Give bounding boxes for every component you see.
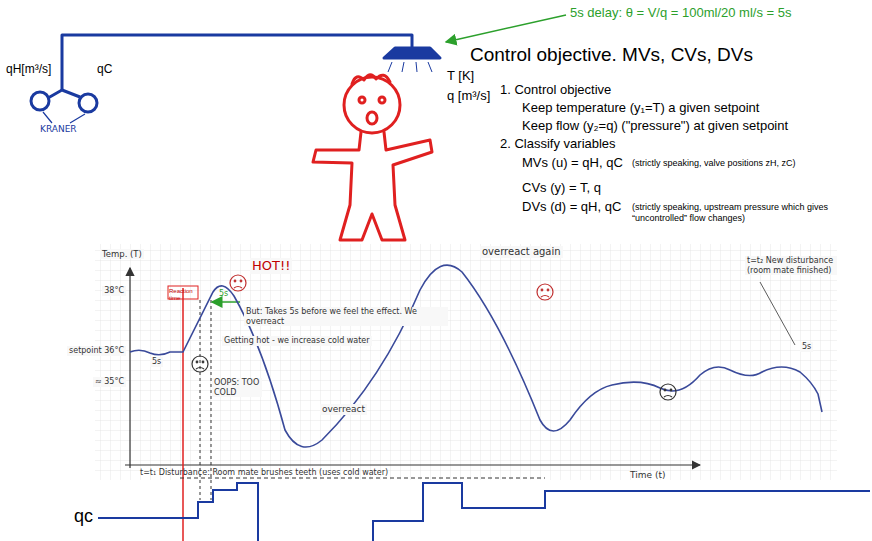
- annotation: 5s: [219, 289, 228, 299]
- annotation: Reaction time: [169, 288, 197, 302]
- list-item: 2. Classify variables: [500, 136, 616, 152]
- person-figure: [313, 75, 432, 240]
- list-item: MVs (u) = qH, qC: [522, 155, 623, 171]
- temperature-curve: [130, 265, 822, 447]
- annotation: overreact: [320, 404, 367, 415]
- annotation: Getting hot - we increase cold water: [222, 336, 372, 346]
- cold-flow-steps: [98, 483, 870, 541]
- annotation: t=t₂ New disturbance (room mate finished…: [745, 256, 837, 275]
- annotation: HOT!!: [250, 258, 292, 274]
- annotation: 5s: [800, 342, 813, 352]
- flow-label: qH[m³/s]: [6, 62, 51, 76]
- graph-paper: [95, 244, 837, 480]
- annotation: OOPS: TOO COLD: [212, 378, 262, 397]
- valve-pointer: [43, 112, 85, 123]
- list-note: (strictly speaking, valve positions zH, …: [632, 158, 796, 169]
- list-item: Keep temperature (y₁=T) a given setpoint: [522, 100, 759, 116]
- axis-label: Time (t): [630, 470, 665, 481]
- delay-arrow: [446, 15, 566, 42]
- annotation: overreact again: [480, 246, 563, 258]
- axis-value: setpoint 36°C: [67, 346, 126, 356]
- list-item: DVs (d) = qH, qC: [522, 199, 621, 215]
- valve-label: KRANER: [40, 124, 77, 135]
- annotation: But: Takes 5s before we feel the effect.…: [244, 307, 448, 326]
- delay-note: 5s delay: θ = V/q = 100ml/20 ml/s = 5s: [570, 5, 791, 21]
- face-icon: [192, 275, 676, 400]
- axis-label: Temp. (T): [100, 249, 144, 259]
- reaction-line: [182, 288, 184, 541]
- list-item: CVs (y) = T, q: [522, 180, 601, 196]
- reference-line: [180, 478, 545, 479]
- water-spray: [388, 62, 432, 72]
- signal-label: T [K]: [447, 68, 474, 84]
- axis-value: ≈ 35°C: [93, 377, 126, 387]
- annotation: t=t₁ Disturbance: Room mate brushes teet…: [140, 468, 388, 478]
- list-note: (strictly speaking, upstream pressure wh…: [632, 202, 864, 224]
- list-item: Keep flow (y₂=q) ("pressure") at given s…: [522, 118, 788, 134]
- signal-label: q [m³/s]: [447, 88, 490, 104]
- list-item: 1. Control objective: [500, 82, 611, 98]
- signal-label: qc: [74, 506, 93, 528]
- annotation: 5s: [150, 357, 163, 367]
- axis-value: 38°C: [102, 286, 126, 296]
- flow-label: qC: [97, 62, 112, 76]
- shower-pipe: [31, 35, 440, 112]
- leader-line: [760, 282, 795, 345]
- slide-title: Control objective. MVs, CVs, DVs: [470, 44, 753, 67]
- delay-arrow: [212, 301, 240, 303]
